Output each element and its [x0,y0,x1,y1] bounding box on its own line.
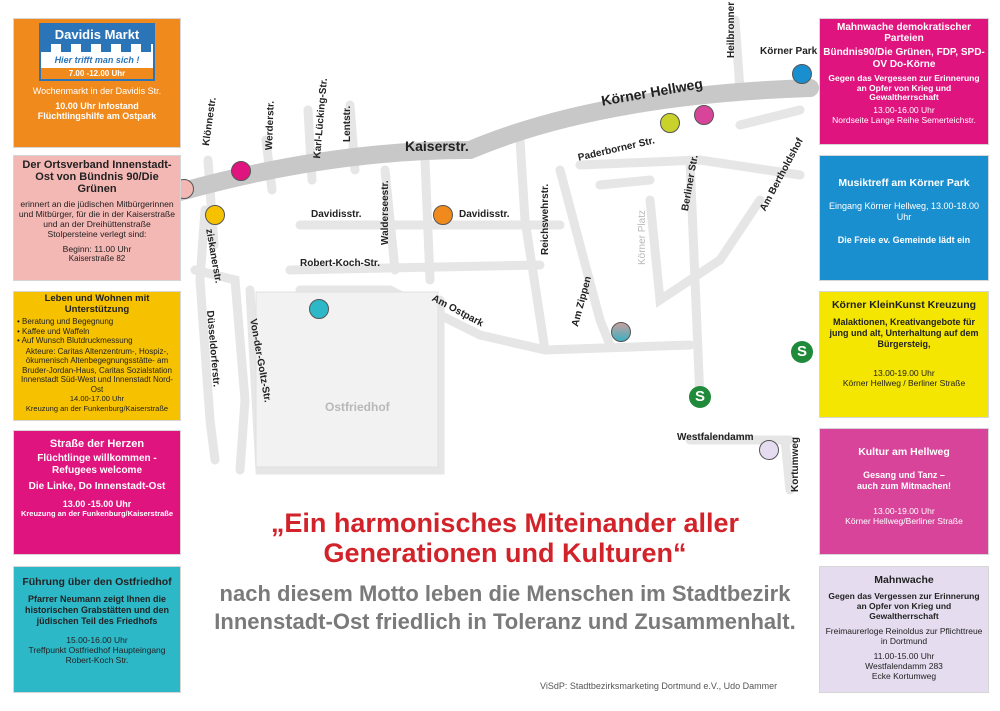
kleinkunst-text: Malaktionen, Kreativangebote für jung un… [829,317,979,349]
mahnwache2-text: Gegen das Vergessen zur Erinnerung an Op… [828,591,980,621]
kleinkunst-time: 13.00-19.00 Uhr [873,368,935,378]
marker-fuehrung[interactable] [309,299,329,319]
logo-time: 7.00 -12.00 Uhr [41,68,153,79]
box-mahnwache-parteien: Mahnwache demokratischer Parteien Bündni… [819,18,989,145]
marker-herzen[interactable] [231,161,251,181]
street-reichswehrstr: Reichswehrstr. [540,183,551,255]
visdp-note: ViSdP: Stadtbezirksmarketing Dortmund e.… [540,681,778,691]
box-kleinkunst: Körner KleinKunst Kreuzung Malaktionen, … [819,291,989,418]
kultur-title: Kultur am Hellweg [858,446,950,458]
musik-note: Die Freie ev. Gemeinde lädt ein [837,235,971,245]
street-lentstr: Lentstr. [342,105,353,142]
logo-awning [41,44,153,52]
mahnwache1-sub: Bündnis90/Die Grünen, FDP, SPD-OV Do-Kör… [823,47,985,70]
motto-text: nach diesem Motto leben die Menschen im … [214,581,796,634]
street-kaiserstr: Kaiserstr. [405,138,469,154]
box-mahnwache-loge: Mahnwache Gegen das Vergessen zur Erinne… [819,566,989,693]
mahnwache2-title: Mahnwache [874,574,934,586]
ortsverband-text: erinnert an die jüdischen Mitbürgerinnen… [18,199,176,239]
logo-slogan: Hier trifft man sich ! [54,55,140,65]
sbahn-icon: S [791,341,813,363]
street-koerner-park: Körner Park [760,46,818,57]
fuehrung-time: 15.00-16.00 Uhr [66,635,128,645]
street-davidisstr-2: Davidisstr. [459,209,510,220]
davidis-line1: Wochenmarkt in der Davidis Str. [32,86,162,96]
street-kortumweg: Kortumweg [790,437,801,492]
street-westfalendamm: Westfalendamm [677,432,754,443]
leben-place: Kreuzung an der Funkenburg/Kaiserstraße [25,403,169,413]
box-musiktreff: Musiktreff am Körner Park Eingang Körner… [819,155,989,281]
street-walderseestr: Walderseestr. [380,180,391,245]
street-koerner-platz: Körner Platz [637,209,648,265]
box-kultur-hellweg: Kultur am Hellweg Gesang und Tanz – auch… [819,428,989,555]
street-werderstr: Werderstr. [264,100,277,151]
leben-title: Leben und Wohnen mit Unterstützung [44,293,150,315]
box-strasse-der-herzen: Straße der Herzen Flüchtlinge willkommen… [13,430,181,555]
mahnwache2-org: Freimaurerloge Reinoldus zur Pflichttreu… [825,626,983,646]
mahnwache2-place2: Ecke Kortumweg [871,671,937,681]
marker-mahnwache[interactable] [611,322,631,342]
kultur-text: Gesang und Tanz – auch zum Mitmachen! [856,470,951,491]
fuehrung-text: Pfarrer Neumann zeigt Ihnen die historis… [24,594,170,626]
leben-list: • Beratung und Begegnung • Kaffee und Wa… [17,317,177,346]
ortsverband-time: Beginn: 11.00 Uhr [62,244,132,254]
davidis-line2: 10.00 Uhr Infostand [55,101,139,111]
mahnwache2-time: 11.00-15.00 Uhr [873,651,935,661]
leben-item: • Auf Wunsch Blutdruckmessung [17,336,133,345]
mahnwache1-place: Nordseite Lange Reihe Semerteichstr. [832,114,976,125]
herzen-title: Straße der Herzen [49,438,145,450]
mahnwache1-time: 13.00-16.00 Uhr [873,104,935,115]
street-davidisstr-1: Davidisstr. [311,209,362,220]
leben-item: • Beratung und Begegnung [17,317,114,326]
motto-title: „Ein harmonisches Miteinander aller Gene… [270,508,740,568]
leben-item: • Kaffee und Waffeln [17,326,90,336]
kultur-place: Körner Hellweg/Berliner Straße [845,516,963,526]
box-fuehrung: Führung über den Ostfriedhof Pfarrer Neu… [13,566,181,693]
marker-leben[interactable] [205,205,225,225]
box-leben-wohnen: Leben und Wohnen mit Unterstützung • Ber… [13,291,181,421]
mahnwache1-title: Mahnwache demokratischer Parteien [837,22,971,44]
marker-kleinkunst[interactable] [660,113,680,133]
davidis-line3: Flüchtlingshilfe am Ostpark [37,111,157,121]
marker-koerner-park[interactable] [792,64,812,84]
ortsverband-title: Der Ortsverband Innenstadt-Ost von Bündn… [22,159,172,195]
ortsverband-place: Kaiserstraße 82 [68,254,126,263]
leben-akteure: Akteure: Caritas Altenzentrum-, Hospiz-,… [21,346,173,394]
herzen-sub2: Die Linke, Do Innenstadt-Ost [28,481,166,492]
kultur-time: 13.00-19.00 Uhr [873,506,935,516]
fuehrung-place: Treffpunkt Ostfriedhof Haupteingang Robe… [28,645,166,665]
marker-kultur[interactable] [694,105,714,125]
street-robert-koch: Robert-Koch-Str. [300,258,380,269]
herzen-place: Kreuzung an der Funkenburg/Kaiserstraße [20,509,174,518]
street-heilbronner: Heilbronner Str. [726,0,737,58]
box-davidis-markt: Davidis Markt Hier trifft man sich ! 7.0… [13,18,181,148]
marker-mahnwache-2[interactable] [759,440,779,460]
kleinkunst-title: Körner KleinKunst Kreuzung [831,299,977,311]
box-ortsverband: Der Ortsverband Innenstadt-Ost von Bündn… [13,155,181,281]
kleinkunst-place: Körner Hellweg / Berliner Straße [842,378,966,388]
logo-title: Davidis Markt [41,25,153,44]
mahnwache2-place1: Westfalendamm 283 [865,661,943,671]
musik-title: Musiktreff am Körner Park [838,177,970,189]
leben-time: 14.00-17.00 Uhr [69,394,125,403]
mahnwache1-text: Gegen das Vergessen zur Erinnerung an Op… [828,73,980,102]
musik-text: Eingang Körner Hellweg, 13.00-18.00 Uhr [828,201,980,222]
davidis-logo: Davidis Markt Hier trifft man sich ! 7.0… [39,23,155,81]
sbahn-icon-2: S [689,386,711,408]
herzen-time: 13.00 -15.00 Uhr [62,499,132,509]
marker-davidis[interactable] [433,205,453,225]
herzen-sub1: Flüchtlinge willkommen -Refugees welcome [37,453,157,476]
fuehrung-title: Führung über den Ostfriedhof [22,576,172,588]
street-ostfriedhof: Ostfriedhof [325,400,390,414]
